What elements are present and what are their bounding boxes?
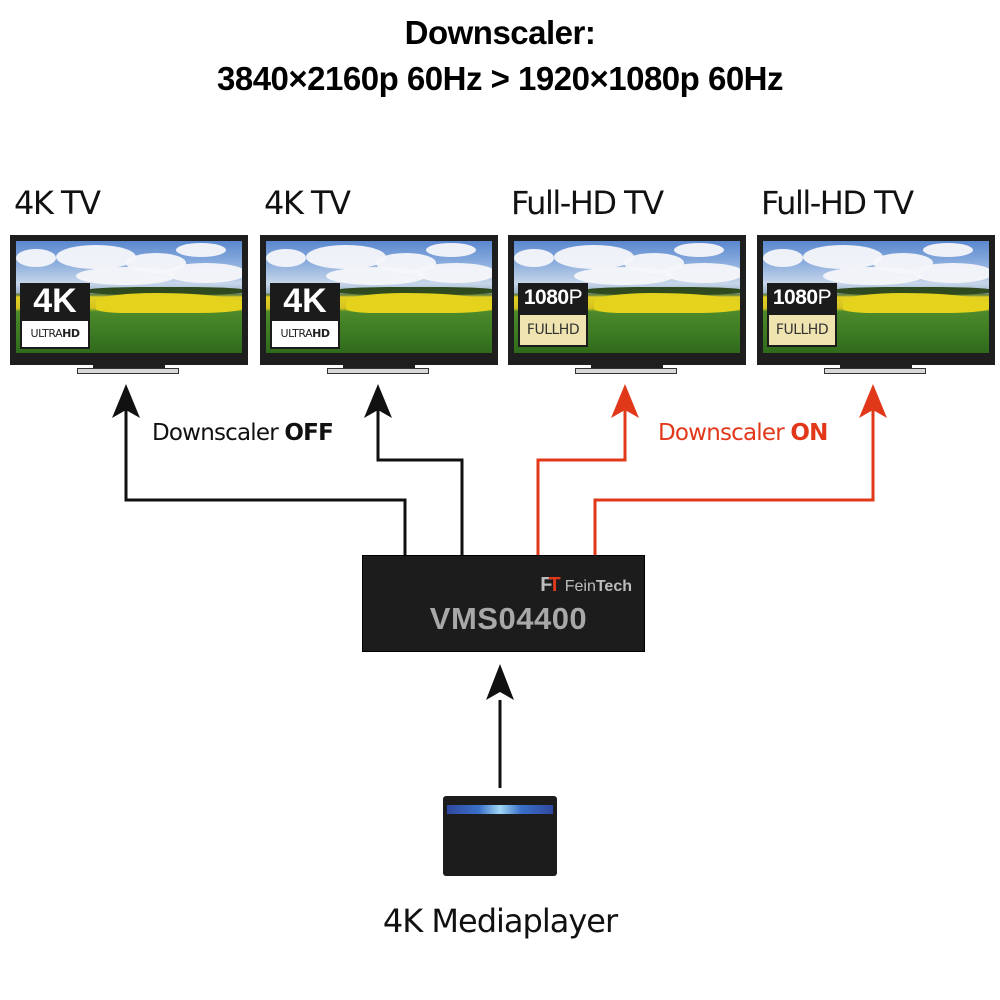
arrow-up-icon [364,384,392,418]
tv-stand [93,362,165,370]
mediaplayer-device [443,796,557,876]
tv-label-3: Full-HD TV [511,184,664,222]
arrow-up-icon [486,664,514,700]
tv-base [824,368,926,374]
tv-base [575,368,677,374]
downscaler-on-label: Downscaler ON [658,420,828,446]
1080p-fullhd-badge: 1080P FULLHD [518,283,588,347]
tv-base [327,368,429,374]
signal-line-tv4 [593,400,875,555]
mediaplayer-led-strip [447,805,553,814]
tv-screen-landscape: 1080P FULLHD [763,241,989,353]
tv-base [77,368,179,374]
tv-1: 4K ULTRAHD [10,235,248,365]
diagram-title: Downscaler: [404,14,596,51]
tv-screen-landscape: 4K ULTRAHD [266,241,492,353]
arrow-up-icon [859,384,887,418]
tv-3: 1080P FULLHD [508,235,746,365]
signal-line-tv3 [536,400,627,555]
signal-line-tv1 [124,400,407,555]
tv-label-1: 4K TV [14,184,101,222]
arrow-up-icon [611,384,639,418]
1080p-fullhd-badge: 1080P FULLHD [767,283,837,347]
tv-stand [343,362,415,370]
tv-screen-landscape: 1080P FULLHD [514,241,740,353]
tv-2: 4K ULTRAHD [260,235,498,365]
diagram-subtitle: 3840×2160p 60Hz > 1920×1080p 60Hz [216,60,784,97]
tv-stand [591,362,663,370]
tv-4: 1080P FULLHD [757,235,995,365]
tv-label-2: 4K TV [264,184,351,222]
downscaler-off-label: Downscaler OFF [152,420,334,446]
tv-stand [840,362,912,370]
arrow-up-icon [112,384,140,418]
tv-label-4: Full-HD TV [761,184,914,222]
4k-ultrahd-badge: 4K ULTRAHD [20,283,90,349]
device-model: VMS04400 [429,601,588,636]
4k-ultrahd-badge: 4K ULTRAHD [270,283,340,349]
tv-screen-landscape: 4K ULTRAHD [16,241,242,353]
mediaplayer-label: 4K Mediaplayer [382,902,618,940]
signal-line-tv2 [376,400,464,555]
